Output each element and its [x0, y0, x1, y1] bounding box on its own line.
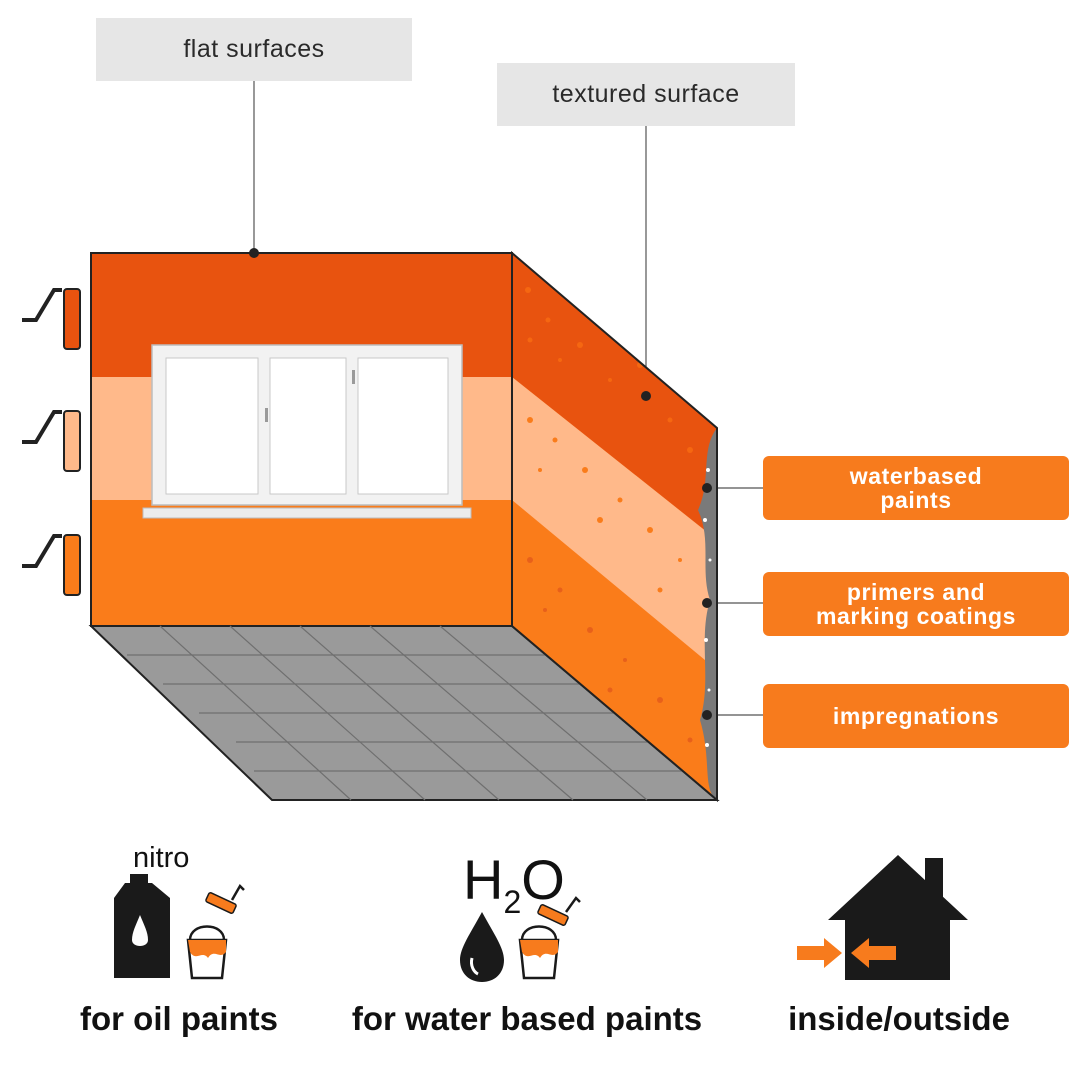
tag-waterbased-paints: waterbased paints — [763, 456, 1069, 520]
roller-icon-1 — [22, 288, 81, 350]
water-drop-icon — [460, 912, 504, 982]
tag-primers: primers and marking coatings — [763, 572, 1069, 636]
tag-waterbased-line1: waterbased — [849, 463, 983, 489]
nitro-label: nitro — [133, 842, 190, 874]
h2o-sub: 2 — [503, 884, 522, 920]
tag-primers-line2: marking coatings — [815, 603, 1017, 629]
callout-flat-surfaces-label: flat surfaces — [183, 35, 325, 63]
tag-impregnations-label: impregnations — [832, 703, 1000, 729]
roller-icon-3 — [22, 534, 81, 596]
callout-textured-surface-label: textured surface — [552, 80, 740, 108]
tag-waterbased-line2: paints — [880, 487, 952, 513]
h2o-h: H — [463, 848, 504, 911]
tag-impregnations: impregnations — [763, 684, 1069, 748]
paint-bucket-icon-1 — [186, 883, 245, 980]
house-icon — [828, 855, 968, 980]
side-wall — [512, 253, 717, 800]
roller-icon-2 — [22, 410, 81, 472]
window — [142, 344, 472, 519]
caption-inside-outside: inside/outside — [788, 1000, 1010, 1037]
h2o-o: O — [521, 848, 565, 911]
caption-water-based-paints: for water based paints — [351, 1000, 703, 1037]
paint-bucket-icon-2 — [518, 896, 581, 980]
arrow-in-icon — [797, 938, 896, 968]
caption-oil-paints: for oil paints — [80, 1000, 278, 1037]
callout-flat-surfaces: flat surfaces — [96, 18, 412, 81]
callout-textured-surface: textured surface — [497, 63, 795, 126]
tag-primers-line1: primers and — [846, 579, 986, 605]
h2o-label: H2O — [463, 852, 565, 920]
canister-icon — [114, 874, 170, 978]
